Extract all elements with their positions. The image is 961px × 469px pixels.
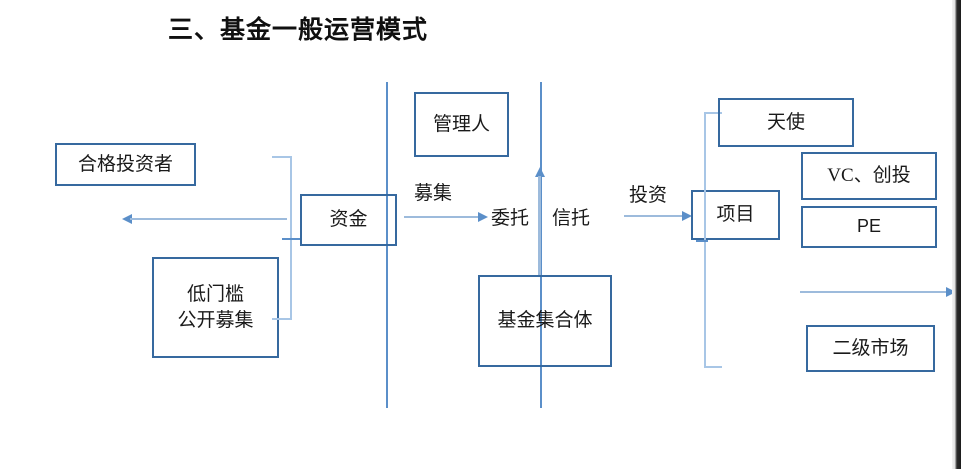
arrow-trust-upward bbox=[535, 167, 545, 277]
brace-stem bbox=[282, 238, 300, 240]
box-capital[interactable]: 资金 bbox=[300, 194, 397, 246]
arrowhead-right-icon bbox=[946, 287, 956, 297]
box-manager[interactable]: 管理人 bbox=[414, 92, 509, 157]
arrowhead-right-icon bbox=[478, 212, 488, 222]
arrowhead-right-icon bbox=[682, 211, 692, 221]
arrow-shaft bbox=[538, 176, 541, 277]
box-label-line2: 公开募集 bbox=[177, 309, 254, 331]
box-label: 天使 bbox=[766, 111, 805, 133]
box-label: PE bbox=[856, 216, 881, 237]
brace-right-group bbox=[696, 112, 722, 368]
box-label: 管理人 bbox=[432, 113, 490, 135]
arrow-shaft bbox=[624, 215, 683, 217]
box-label: 资金 bbox=[329, 209, 368, 231]
box-vc[interactable]: VC、创投 bbox=[801, 152, 937, 200]
arrow-shaft bbox=[130, 218, 287, 220]
box-label: 二级市场 bbox=[832, 337, 909, 359]
arrowhead-up-icon bbox=[535, 167, 545, 177]
brace-left-group bbox=[272, 156, 300, 320]
box-label: 基金集合体 bbox=[497, 310, 593, 332]
box-fund-collective[interactable]: 基金集合体 bbox=[478, 275, 612, 367]
vertical-divider-right bbox=[540, 82, 542, 408]
brace-stem bbox=[696, 240, 708, 242]
box-project[interactable]: 项目 bbox=[691, 190, 780, 240]
box-angel[interactable]: 天使 bbox=[718, 98, 854, 147]
arrow-capital-to-investors bbox=[122, 214, 287, 224]
page-title: 三、基金一般运营模式 bbox=[168, 17, 429, 44]
label-invest: 投资 bbox=[629, 185, 668, 206]
label-entrust: 委托 bbox=[491, 208, 530, 229]
label-raise: 募集 bbox=[414, 183, 453, 204]
box-low-threshold-public-offering[interactable]: 低门槛 公开募集 bbox=[152, 257, 279, 358]
box-qualified-investor[interactable]: 合格投资者 bbox=[55, 143, 196, 186]
box-label: 合格投资者 bbox=[77, 153, 173, 175]
box-pe[interactable]: PE bbox=[801, 206, 937, 248]
box-label-line1: 低门槛 bbox=[186, 284, 244, 306]
arrow-shaft bbox=[800, 291, 947, 293]
label-trust: 信托 bbox=[552, 208, 591, 229]
box-label: 项目 bbox=[716, 204, 755, 226]
arrowhead-left-icon bbox=[122, 214, 132, 224]
arrow-shaft bbox=[404, 216, 479, 218]
arrow-raise bbox=[404, 212, 488, 222]
slide-right-edge bbox=[952, 0, 961, 469]
box-label: VC、创投 bbox=[827, 165, 911, 187]
arrow-to-secondary-market bbox=[800, 287, 956, 297]
arrow-invest bbox=[624, 211, 692, 221]
box-secondary-market[interactable]: 二级市场 bbox=[806, 325, 935, 372]
